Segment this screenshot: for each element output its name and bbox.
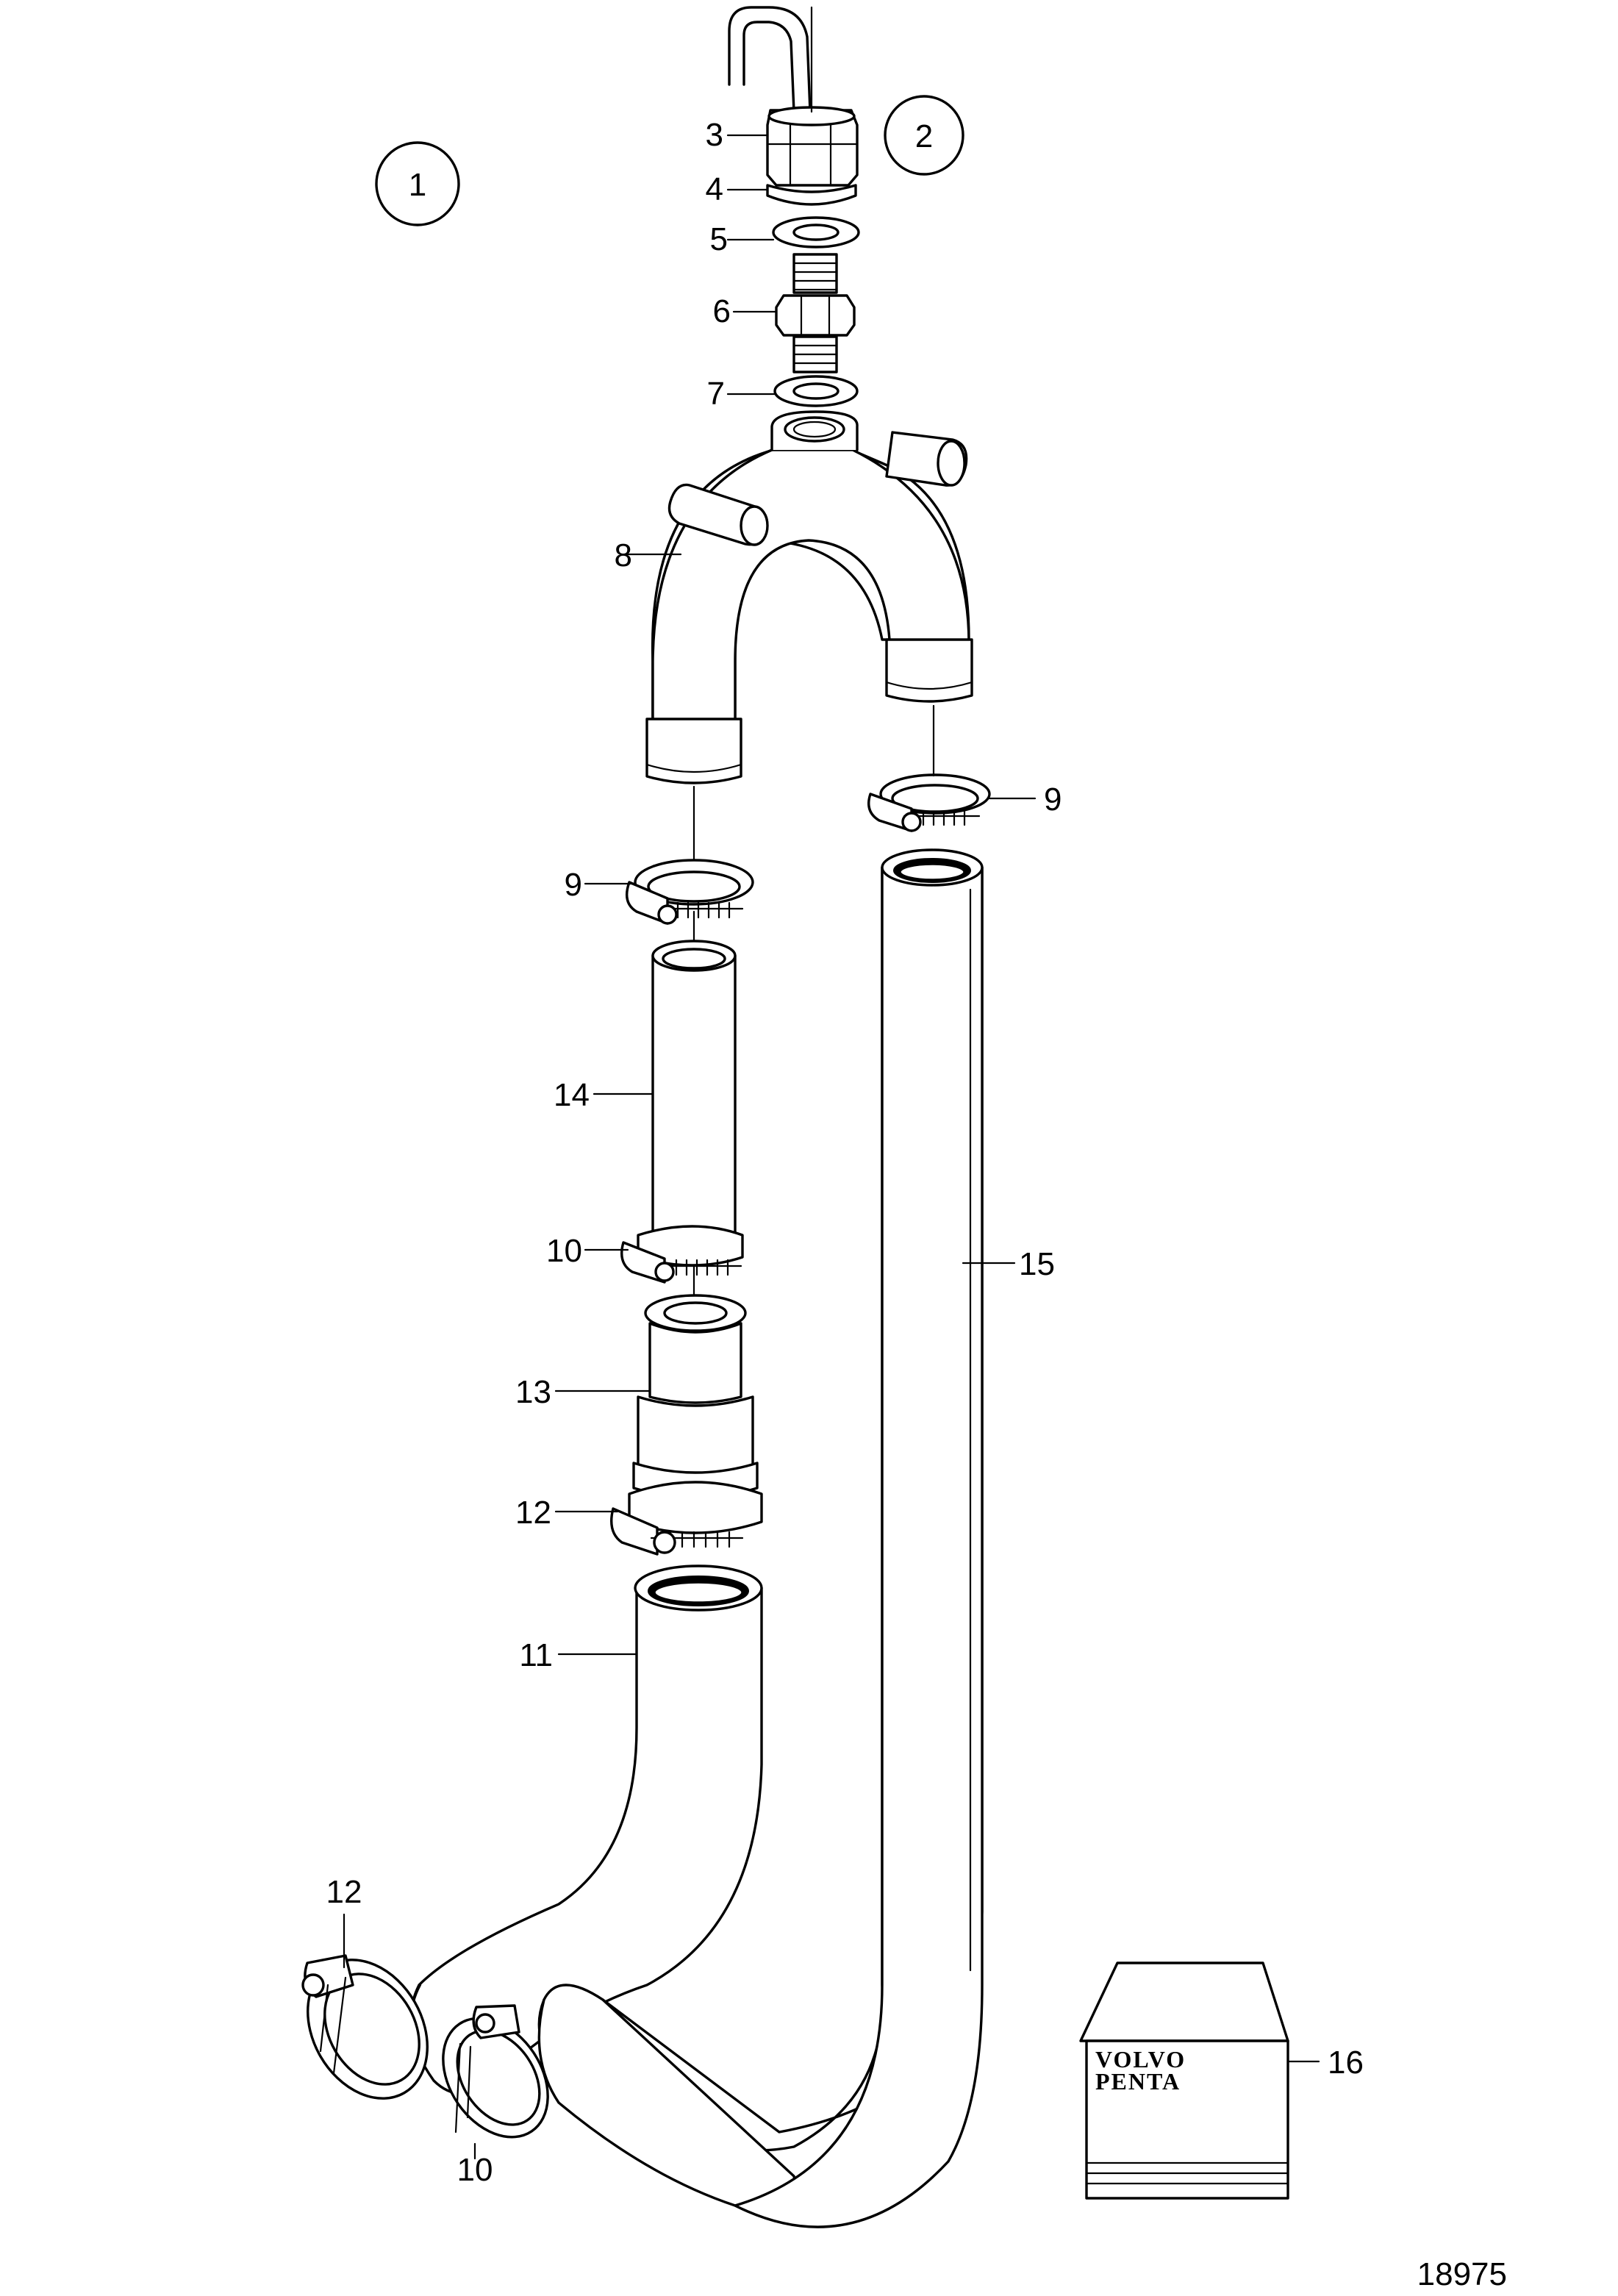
- view-callout-1-label: 1: [409, 167, 426, 203]
- label-7: 7: [707, 376, 725, 412]
- view-callout-1: 1: [375, 141, 460, 226]
- kit-brand-line1: VOLVO: [1095, 2046, 1186, 2073]
- part-14-pipe: [651, 940, 737, 1251]
- part-6-threaded-nipple: [775, 253, 856, 373]
- label-11: 11: [519, 1637, 553, 1673]
- label-16: 16: [1328, 2045, 1364, 2081]
- label-13: 13: [515, 1374, 551, 1410]
- label-3: 3: [706, 117, 723, 153]
- part-9-hose-clamp-left: [626, 859, 754, 925]
- part-13-reducer: [632, 1294, 759, 1499]
- label-12-lower: 12: [326, 1874, 362, 1910]
- figure-number: 18975: [1417, 2256, 1507, 2292]
- part-15-long-hose: [537, 848, 984, 2228]
- label-9-right: 9: [1044, 782, 1062, 818]
- part-3-pipe-nut: [728, 6, 859, 187]
- part-4-washer: [766, 184, 857, 206]
- label-8: 8: [615, 537, 632, 573]
- label-6: 6: [713, 293, 731, 329]
- part-number-labels: 3 4 5 6 7 8 9 9 14 10 15 13 12 11 12 10 …: [326, 117, 1364, 2188]
- label-14: 14: [554, 1077, 590, 1113]
- kit-brand-line2: PENTA: [1095, 2068, 1181, 2095]
- view-callout-2: 2: [884, 95, 964, 176]
- part-8-u-bend: [645, 410, 973, 784]
- label-5: 5: [710, 221, 728, 257]
- part-11-s-hose: [409, 1564, 763, 2095]
- label-12-upper: 12: [515, 1495, 551, 1531]
- label-9-left: 9: [565, 867, 582, 903]
- part-10-hose-clamp-lower: [442, 2004, 549, 2139]
- part-12-hose-clamp-upper: [610, 1481, 763, 1556]
- leader-lines: [343, 134, 1320, 2160]
- label-10-lower: 10: [457, 2152, 493, 2188]
- part-9-hose-clamp-upper: [867, 773, 991, 832]
- label-4: 4: [706, 171, 723, 207]
- part-12-hose-clamp-lower: [301, 1954, 429, 2100]
- part-7-sealing-ring: [773, 375, 859, 407]
- label-10-upper: 10: [546, 1233, 582, 1269]
- part-16-gasket-kit: VOLVO PENTA: [1079, 1961, 1289, 2200]
- part-5-sealing-ring: [772, 216, 860, 248]
- view-callout-2-label: 2: [915, 118, 933, 154]
- label-15: 15: [1019, 1246, 1055, 1282]
- part-10-hose-clamp-upper: [620, 1225, 744, 1284]
